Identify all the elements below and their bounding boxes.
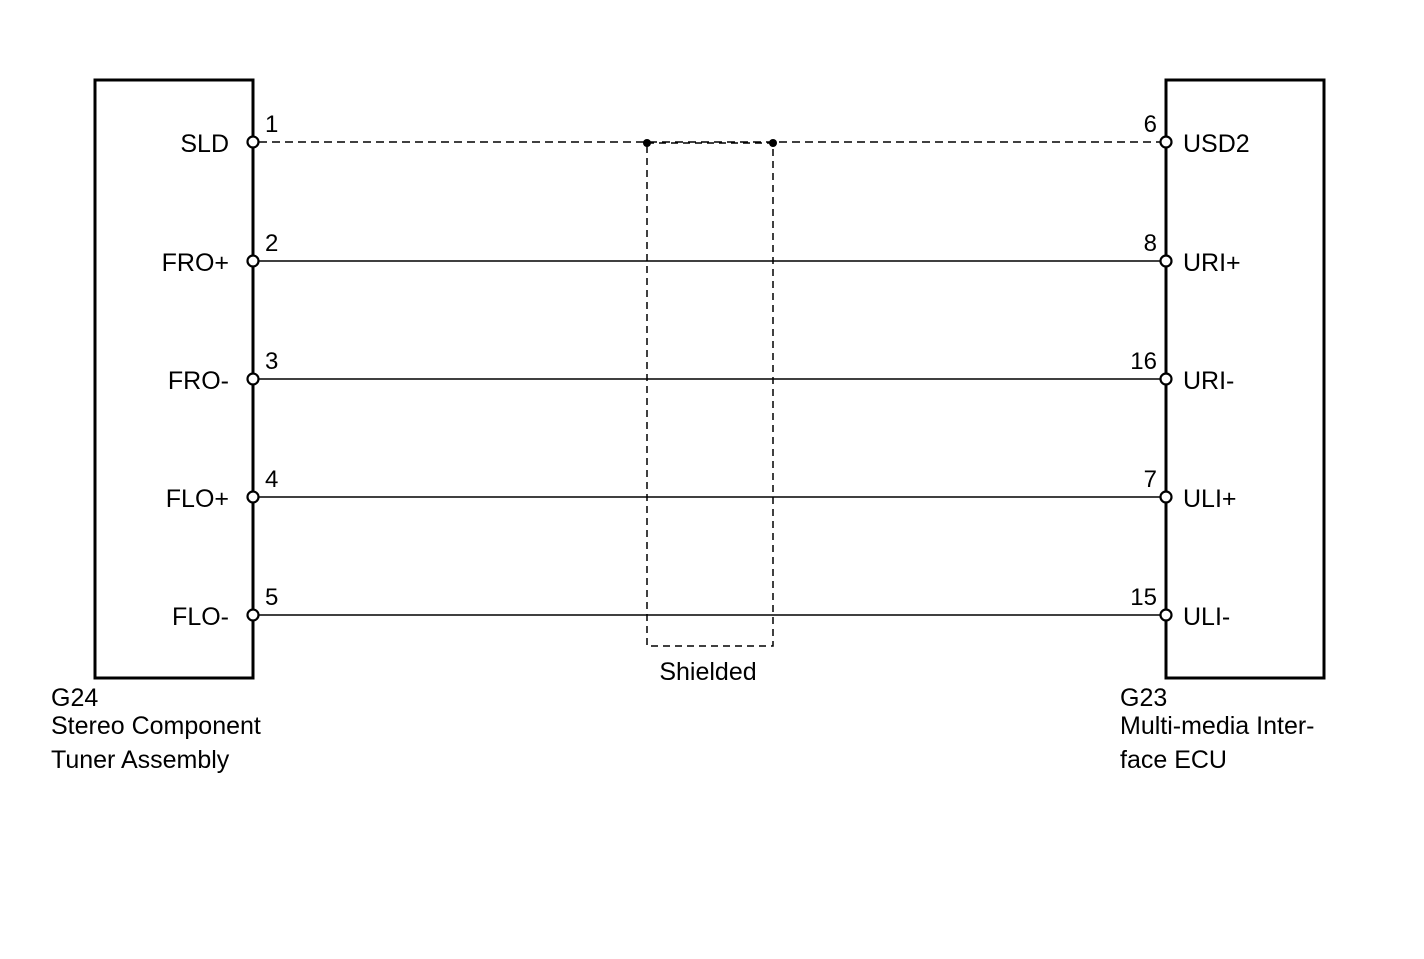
left-signal-label: SLD	[180, 130, 229, 158]
left-signal-label: FRO+	[162, 249, 229, 277]
shield-label: Shielded	[659, 658, 756, 686]
left-pin-number: 2	[265, 230, 278, 257]
right-signal-label: USD2	[1183, 130, 1250, 158]
right-signal-label: ULI-	[1183, 603, 1230, 631]
right-signal-label: ULI+	[1183, 485, 1237, 513]
right-terminal	[1159, 254, 1173, 268]
left-component-name-line: Tuner Assembly	[51, 746, 230, 774]
left-pin-number: 5	[265, 584, 278, 611]
left-pin-number: 1	[265, 111, 278, 138]
right-terminal	[1159, 135, 1173, 149]
left-terminal	[246, 608, 260, 622]
left-terminal	[246, 254, 260, 268]
right-pin-number: 8	[1144, 230, 1157, 257]
right-component-name-line: face ECU	[1120, 746, 1227, 774]
shield-junction-dot	[643, 139, 651, 147]
left-signal-label: FLO-	[172, 603, 229, 631]
left-pin-number: 3	[265, 348, 278, 375]
right-pin-number: 6	[1144, 111, 1157, 138]
right-pin-number: 7	[1144, 466, 1157, 493]
left-terminal	[246, 490, 260, 504]
right-terminal	[1159, 490, 1173, 504]
right-component-code: G23	[1120, 684, 1167, 712]
right-signal-label: URI+	[1183, 249, 1241, 277]
left-terminal	[246, 372, 260, 386]
right-terminal	[1159, 608, 1173, 622]
left-component-code: G24	[51, 684, 98, 712]
shield-junction-dot	[769, 139, 777, 147]
left-component-name-line: Stereo Component	[51, 712, 261, 740]
right-component-name-line: Multi-media Inter-	[1120, 712, 1315, 740]
right-terminal	[1159, 372, 1173, 386]
right-pin-number: 15	[1130, 584, 1157, 611]
left-signal-label: FRO-	[168, 367, 229, 395]
right-pin-number: 16	[1130, 348, 1157, 375]
right-signal-label: URI-	[1183, 367, 1234, 395]
left-terminal	[246, 135, 260, 149]
left-signal-label: FLO+	[166, 485, 229, 513]
left-pin-number: 4	[265, 466, 278, 493]
shield-enclosure	[646, 142, 774, 647]
